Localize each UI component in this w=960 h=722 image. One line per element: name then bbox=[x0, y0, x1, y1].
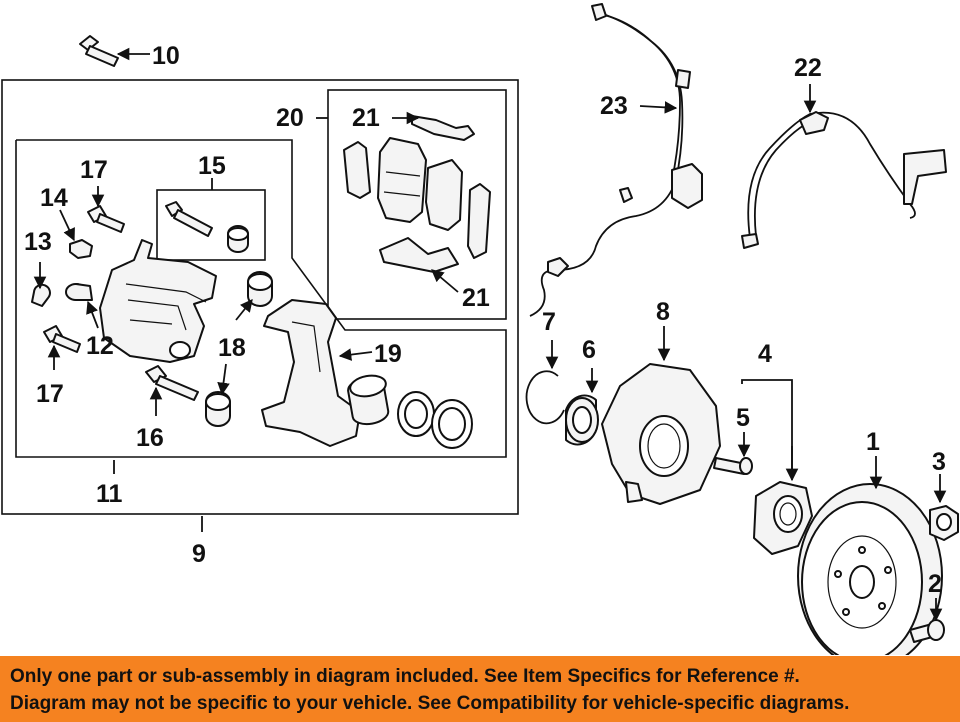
callout-17-lower: 17 bbox=[36, 380, 64, 408]
callout-16: 16 bbox=[136, 424, 164, 452]
callout-4: 4 bbox=[758, 340, 772, 368]
callout-8: 8 bbox=[656, 298, 670, 326]
brake-assembly-diagram: 1 2 3 4 5 6 7 8 9 10 11 12 13 14 15 16 1… bbox=[1, 3, 959, 655]
callout-17-upper: 17 bbox=[80, 156, 108, 184]
part-6-wheel-bearing bbox=[565, 368, 599, 446]
box-assembly-11 bbox=[15, 139, 507, 458]
callout-2: 2 bbox=[928, 570, 942, 598]
callout-21-upper: 21 bbox=[352, 104, 380, 132]
box-assembly-20 bbox=[327, 89, 507, 320]
callout-1: 1 bbox=[866, 428, 880, 456]
part-13-cap bbox=[31, 262, 51, 307]
callout-18: 18 bbox=[218, 334, 246, 362]
part-2-rotor-screw bbox=[909, 598, 945, 643]
part-18-boots bbox=[205, 271, 273, 427]
callout-21-lower: 21 bbox=[462, 284, 490, 312]
assembly-boxes bbox=[1, 79, 519, 515]
part-4-wheel-hub bbox=[741, 379, 813, 555]
disclaimer-line-2: Diagram may not be specific to your vehi… bbox=[10, 693, 850, 714]
callout-11: 11 bbox=[96, 480, 123, 508]
part-3-hub-nut bbox=[929, 474, 959, 541]
callout-20: 20 bbox=[276, 104, 304, 132]
part-piston-seals bbox=[347, 374, 473, 449]
part-19-bracket bbox=[261, 299, 373, 447]
part-20-brake-pads bbox=[316, 111, 491, 293]
part-16-guide-pin bbox=[145, 365, 199, 416]
callout-6: 6 bbox=[582, 336, 596, 364]
part-7-snap-ring bbox=[525, 340, 565, 425]
callout-15: 15 bbox=[198, 152, 226, 180]
part-17-upper-bolt bbox=[87, 186, 125, 233]
callout-7: 7 bbox=[542, 308, 556, 336]
part-12-bushing bbox=[65, 283, 99, 329]
callout-labels: 1 2 3 4 5 6 7 8 9 10 11 12 13 14 15 16 1… bbox=[24, 42, 946, 598]
callout-10: 10 bbox=[152, 42, 180, 70]
part-10-bolt bbox=[79, 35, 150, 67]
callout-23: 23 bbox=[600, 92, 628, 120]
disclaimer-line-1: Only one part or sub-assembly in diagram… bbox=[10, 666, 800, 687]
callout-3: 3 bbox=[932, 448, 946, 476]
callout-14: 14 bbox=[40, 184, 68, 212]
callout-12: 12 bbox=[86, 332, 114, 360]
callout-9: 9 bbox=[192, 540, 206, 568]
callout-13: 13 bbox=[24, 228, 52, 256]
part-8-dust-shield bbox=[601, 326, 721, 505]
part-22-brake-hose bbox=[741, 84, 947, 249]
part-15-guide-pins bbox=[165, 178, 249, 253]
part-14-clip bbox=[59, 209, 93, 259]
part-17-lower-bolt bbox=[43, 325, 81, 370]
box-assembly-15 bbox=[156, 189, 266, 261]
callout-19: 19 bbox=[374, 340, 402, 368]
disclaimer-banner: Only one part or sub-assembly in diagram… bbox=[0, 656, 960, 722]
callout-5: 5 bbox=[736, 404, 750, 432]
part-5-wheel-stud bbox=[713, 432, 753, 475]
callout-22: 22 bbox=[794, 54, 822, 82]
box-assembly-9 bbox=[1, 79, 519, 515]
part-1-brake-rotor bbox=[797, 456, 943, 655]
part-caliper-housing bbox=[99, 239, 217, 363]
part-23-abs-sensor bbox=[529, 3, 703, 317]
assembly-leaders bbox=[113, 460, 203, 532]
